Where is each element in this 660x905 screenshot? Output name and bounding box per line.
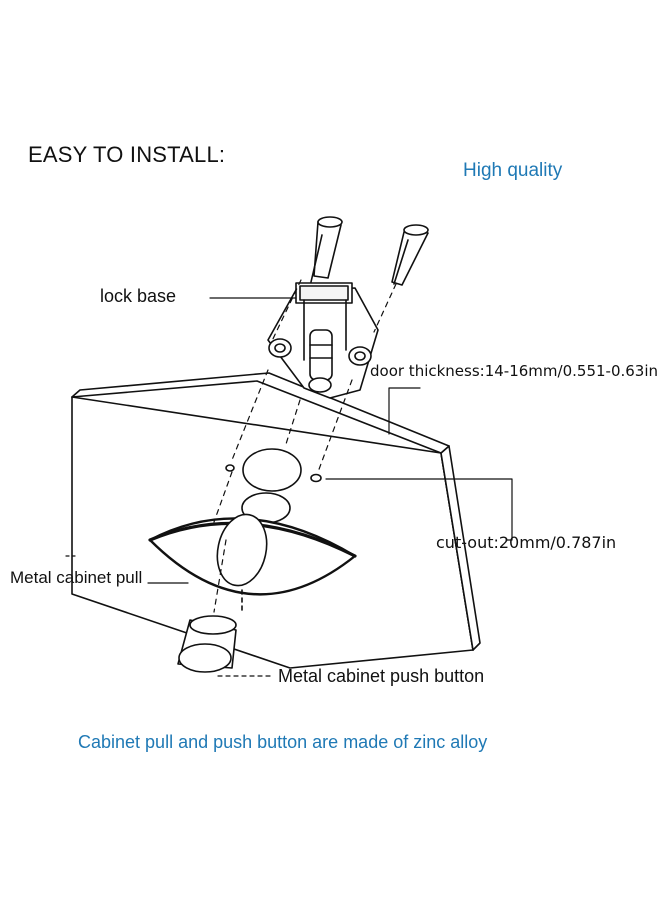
material-note: Cabinet pull and push button are made of… [78,732,488,752]
cut-out-label: cut-out:20mm/0.787in [436,533,617,552]
alignment-lines [213,279,397,613]
screws [310,216,429,286]
quality-tagline: High quality [463,160,563,181]
cabinet-pull-shape [148,513,357,613]
door-thickness-label: door thickness:14-16mm/0.551-0.63in [370,362,659,380]
cabinet-pull-label: Metal cabinet pull [10,568,143,587]
lock-base-shape [267,282,379,399]
page-title: EASY TO INSTALL: [28,142,226,167]
lock-base-label: lock base [100,286,177,306]
push-button-shape [177,615,237,673]
push-button-label: Metal cabinet push button [278,666,485,686]
leader-lines [65,297,513,677]
